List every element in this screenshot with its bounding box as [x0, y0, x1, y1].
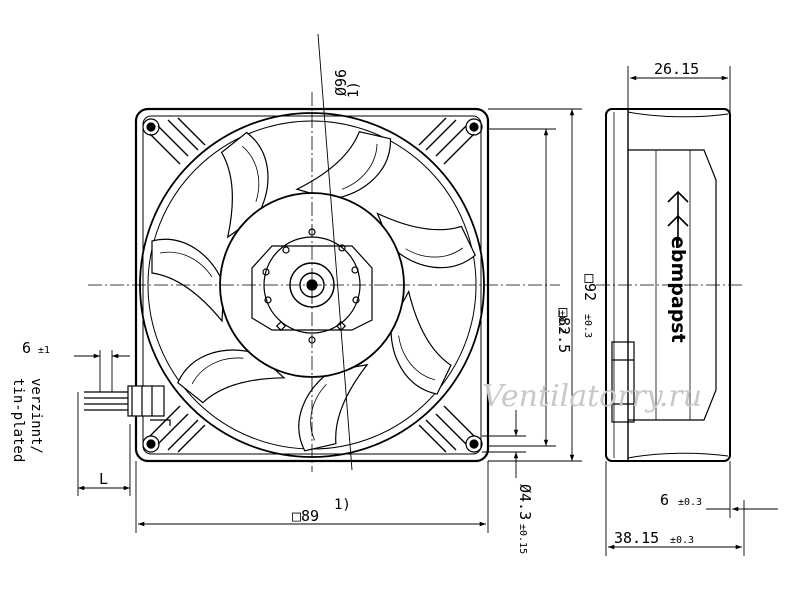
brand-logo: ebmpapst [667, 236, 689, 343]
impeller-blade-edge [191, 357, 244, 385]
lead-wires [84, 385, 171, 426]
impeller-blade-edge [159, 251, 213, 278]
lead-offset-tolerance: ±1 [38, 345, 50, 356]
side-dimension-lines [605, 66, 778, 556]
impeller-blades [151, 130, 476, 452]
plating-note-line2: tin-plated [10, 378, 26, 462]
impeller-blade-edge [405, 247, 464, 258]
outer-square-label: □92 [581, 274, 599, 301]
centerlines [88, 92, 560, 472]
mounting-hole-bottom-left [142, 435, 160, 453]
diameter-note: 1) [346, 81, 362, 98]
mounting-hole-top-left [142, 118, 160, 136]
mounting-hole-bottom-right [465, 435, 483, 453]
impeller-blade-edge [341, 143, 378, 190]
mounting-holes [142, 118, 483, 453]
impeller-blade [151, 238, 225, 323]
outer-square-tolerance: ±0.3 [582, 314, 593, 338]
total-depth-label: 38.15 [614, 529, 659, 547]
total-depth-tolerance: ±0.3 [670, 535, 694, 546]
inner-square-label: □82.5 [555, 308, 573, 353]
plating-note-line1: verzinnt/ [28, 378, 44, 454]
diameter-label: Ø96 [332, 69, 350, 96]
impeller-blade-edge [398, 335, 436, 381]
corner-ribs [149, 117, 475, 453]
side-offset-label: 6 [660, 491, 669, 509]
impeller-blade-edge [241, 145, 260, 202]
hole-tolerance: ±0.15 [517, 524, 528, 554]
impeller-blade [298, 363, 369, 452]
hub-screws [262, 228, 360, 344]
watermark: Ventilatorry.ru [482, 379, 702, 414]
side-view [596, 108, 744, 462]
width-note: 1) [334, 497, 351, 513]
impeller-blade [295, 130, 392, 200]
side-offset-tolerance: ±0.3 [678, 497, 702, 508]
impeller-blade [390, 289, 452, 395]
lead-offset-label: 6 [22, 339, 31, 357]
impeller-blade [177, 349, 286, 404]
depth-label: 26.15 [654, 60, 699, 78]
rotation-arrow-icon [667, 214, 689, 244]
width-label: □89 [292, 507, 319, 525]
front-dimension-lines [74, 33, 582, 533]
front-view [84, 92, 560, 472]
mounting-hole-top-right [465, 118, 483, 136]
lead-length-label: L [99, 470, 108, 488]
inner-square-tolerance: ±0.2 [556, 310, 567, 334]
hole-label: Ø4.3 [516, 484, 534, 520]
